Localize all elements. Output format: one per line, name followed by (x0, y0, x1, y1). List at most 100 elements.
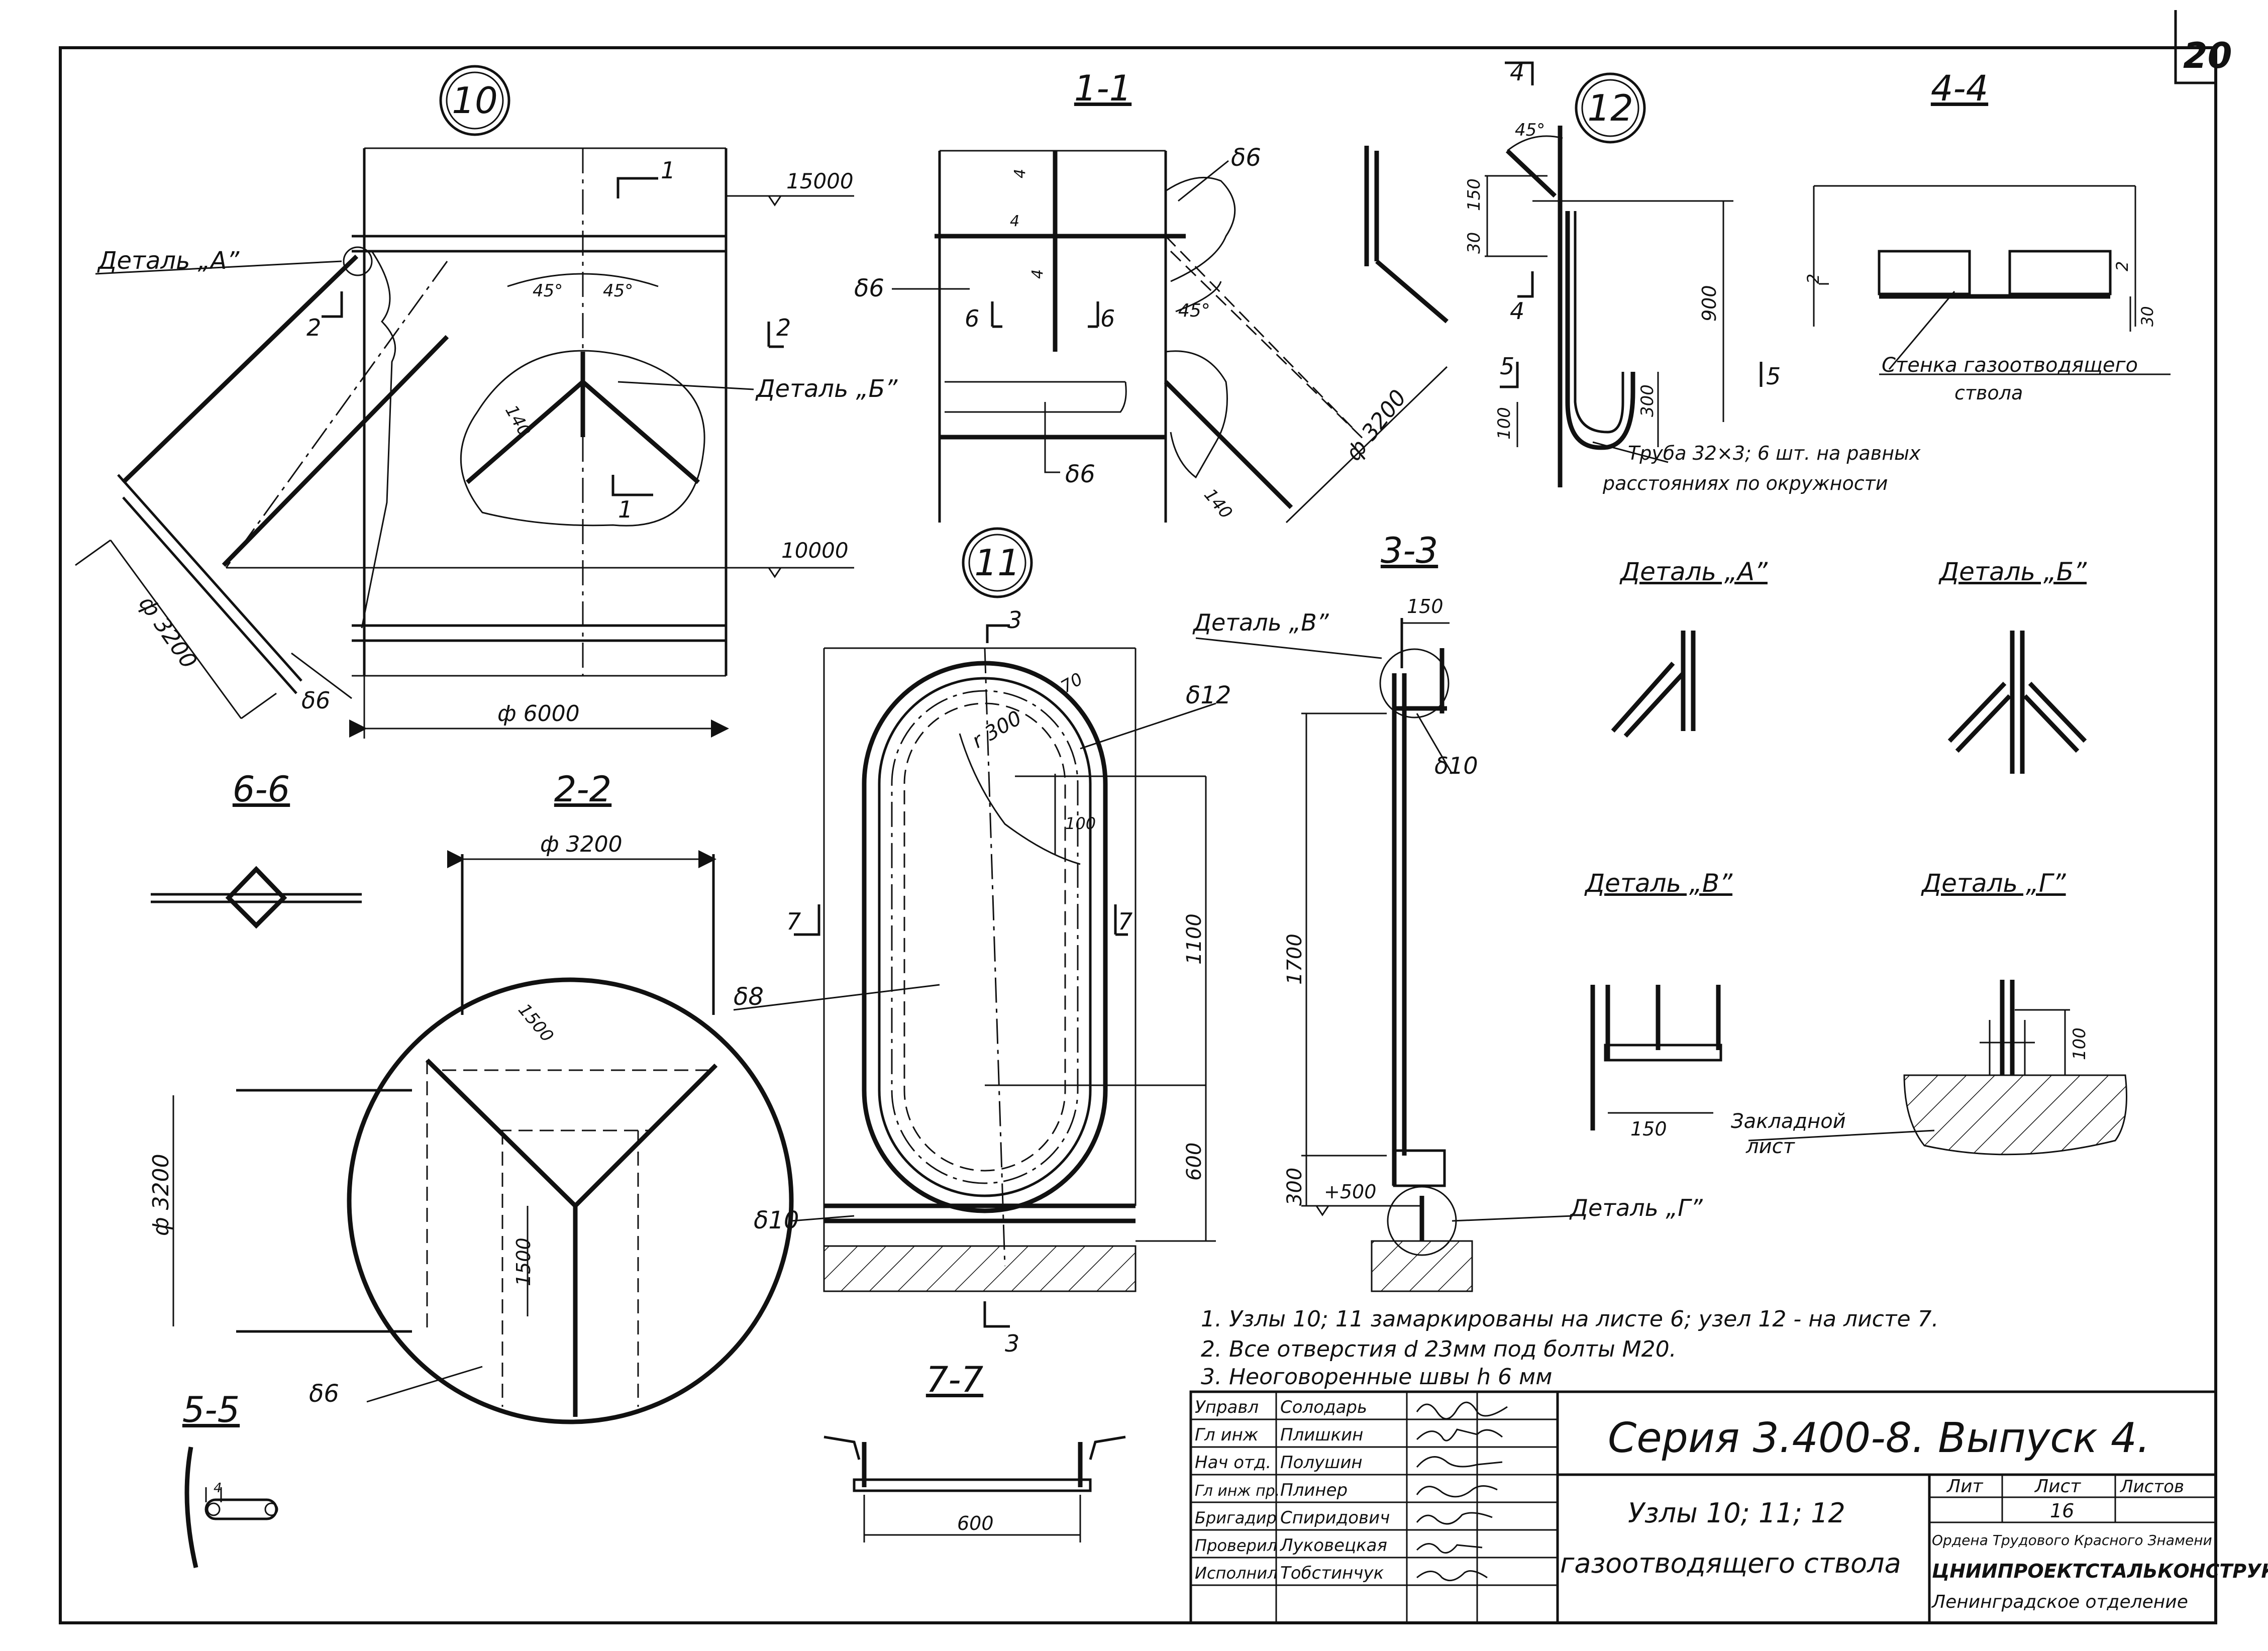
section-4-4-mark-2a: 2 (1804, 274, 1823, 284)
node-11-r300: r 300 (968, 706, 1025, 753)
node-11-cut3-bottom: 3 (1005, 1330, 1019, 1357)
node-12-dim-150: 150 (1464, 178, 1484, 211)
details: Деталь „А” Деталь „Б” Деталь „В” 150 Дет… (1584, 557, 2127, 1158)
title-org-3: Ленинградское отделение (1931, 1592, 2188, 1612)
note-3: 3. Неоговоренные швы h 6 мм (1201, 1364, 1552, 1390)
staff-name-5: Луковецкая (1279, 1535, 1387, 1556)
section-1-1-thk-top: δ6 (1231, 144, 1261, 172)
section-2-2-dim-1500a: 1500 (514, 1000, 557, 1046)
section-4-4: 4-4 2 2 30 Стенка газоотводящего ствола (1804, 68, 2171, 404)
node-10-dim-140: 140 (501, 402, 535, 440)
staff-role-6: Исполнил (1195, 1564, 1278, 1583)
detail-g-title: Деталь „Г” (1921, 869, 2067, 898)
detail-v-title: Деталь „В” (1584, 869, 1733, 898)
section-1-1-angle: 45° (1178, 300, 1210, 321)
section-4-4-title: 4-4 (1931, 68, 1988, 109)
section-3-3: 3-3 Деталь „В” 150 δ10 1700 300 +500 Дет… (1192, 530, 1703, 1292)
section-1-1-cut6-right: 6 (1100, 305, 1115, 332)
note-1: 1. Узлы 10; 11 замаркированы на листе 6;… (1201, 1306, 1939, 1332)
node-12-dim-30: 30 (1464, 232, 1484, 254)
section-1-1-title: 1-1 (1074, 68, 1131, 109)
section-5-5-dim-4: 4 (214, 1481, 222, 1496)
node-10-angle-left: 45° (533, 281, 563, 301)
title-col-lit: Лит (1946, 1476, 1983, 1497)
section-3-3-dim-300: 300 (1283, 1168, 1306, 1206)
node-12-angle: 45° (1515, 120, 1545, 140)
node-11-cut7-right: 7 (1118, 908, 1132, 935)
detail-a-title: Деталь „А” (1619, 557, 1768, 586)
section-3-3-title: 3-3 (1381, 530, 1438, 571)
outer-frame (59, 46, 2217, 1624)
node-10-dim-dia-main: ф 6000 (497, 701, 580, 727)
section-2-2-title: 2-2 (554, 769, 611, 810)
node-12-cut5-left: 5 (1500, 353, 1514, 380)
node-11-cut7-left: 7 (786, 908, 801, 935)
section-7-7: 7-7 600 (823, 1359, 1126, 1542)
title-org-2: ЦНИИПРОЕКТСТАЛЬКОНСТРУКЦИЯ (1932, 1560, 2268, 1582)
node-10-detail-b: Деталь „Б” (755, 375, 898, 403)
sheet-number: 20 (2183, 35, 2232, 76)
node-10-circle (439, 65, 510, 136)
detail-b-title: Деталь „Б” (1938, 557, 2087, 586)
node-11-thk-8: δ8 (734, 983, 764, 1011)
node-11-cut3-top: 3 (1007, 606, 1022, 634)
section-5-5-title: 5-5 (182, 1389, 240, 1430)
node-10-cut2-left: 2 (306, 314, 321, 341)
section-1-1-cut6-left: 6 (965, 305, 979, 332)
node-12-dim-900: 900 (1698, 285, 1720, 322)
node-10-cut1-top: 1 (661, 157, 675, 184)
section-1-1-dim-140: 140 (1200, 485, 1236, 523)
node-12-cut5-right: 5 (1766, 363, 1781, 390)
title-line-2: газоотводящего ствола (1560, 1547, 1901, 1579)
staff-name-1: Плишкин (1280, 1425, 1363, 1445)
section-2-2-dim-dia-top: ф 3200 (540, 832, 623, 857)
title-series: Серия 3.400-8. Выпуск 4. (1608, 1414, 2150, 1462)
section-4-4-dim-30: 30 (2138, 306, 2157, 327)
staff-name-6: Тобстинчук (1280, 1563, 1384, 1583)
section-7-7-dim-600: 600 (957, 1512, 994, 1534)
section-2-2: 2-2 ф 3200 ф 3200 1500 1500 δ6 (148, 769, 794, 1424)
section-3-3-detail-g: Деталь „Г” (1569, 1194, 1703, 1221)
section-1-1-weld-4b: 4 (1010, 213, 1019, 230)
node-12-pipe-note-2: расстояниях по окружности (1602, 472, 1888, 494)
staff-name-0: Солодарь (1280, 1397, 1367, 1417)
section-1-1-weld-4c: 4 (1029, 269, 1047, 279)
title-block: Серия 3.400-8. Выпуск 4. Узлы 10; 11; 12… (1189, 1390, 2268, 1624)
staff-name-2: Полушин (1280, 1453, 1363, 1473)
staff-name-4: Спиридович (1280, 1508, 1390, 1528)
title-line-1: Узлы 10; 11; 12 (1628, 1497, 1845, 1529)
section-3-3-elev-500: +500 (1324, 1181, 1376, 1203)
note-2: 2. Все отверстия d 23мм под болты М20. (1201, 1336, 1677, 1362)
section-6-6-title: 6-6 (233, 769, 290, 810)
sheet-number-box: 20 (2174, 10, 2232, 84)
section-1-1-weld-4a: 4 (1011, 169, 1029, 178)
section-4-4-wall-note-1: Стенка газоотводящего (1882, 354, 2138, 377)
section-4-4-mark-2b: 2 (2113, 261, 2132, 271)
section-3-3-thk-10: δ10 (1434, 752, 1478, 779)
node-12-dim-100: 100 (1494, 407, 1514, 440)
staff-role-0: Управл (1195, 1397, 1259, 1417)
section-1-1-thk-left: δ6 (854, 274, 884, 302)
node-10-cut2-right: 2 (776, 314, 791, 341)
node-12-dim-300: 300 (1637, 384, 1658, 417)
section-1-1-dim-dia: ф 3200 (1341, 385, 1411, 465)
staff-role-4: Бригадир (1195, 1508, 1277, 1527)
node-11-circle (962, 527, 1033, 598)
node-10-detail-a: Деталь „А” (97, 247, 240, 275)
node-10-thickness: δ6 (301, 687, 330, 714)
node-10-dim-dia-branch: ф 3200 (134, 591, 202, 673)
node-10-elev-top: 15000 (786, 169, 854, 193)
node-12-pipe-note-1: Труба 32×3; 6 шт. на равных (1628, 442, 1921, 464)
node-12-cut4-bottom: 4 (1510, 297, 1524, 325)
section-1-1: 1-1 δ6 δ6 δ6 6 6 45° 140 ф 3200 4 4 4 (854, 68, 1448, 524)
node-11-dim-100: 100 (1065, 814, 1096, 833)
detail-v-dim: 150 (1630, 1118, 1667, 1140)
node-10-cut1-bottom: 1 (618, 496, 633, 523)
node-11-dim-1100: 1100 (1183, 913, 1206, 965)
staff-role-5: Проверил (1195, 1536, 1277, 1555)
section-3-3-detail-v: Деталь „В” (1192, 609, 1329, 636)
title-sheet-no: 16 (2050, 1500, 2074, 1522)
detail-g-embedded-1: Закладной (1731, 1110, 1846, 1133)
section-3-3-dim-150: 150 (1407, 595, 1444, 617)
